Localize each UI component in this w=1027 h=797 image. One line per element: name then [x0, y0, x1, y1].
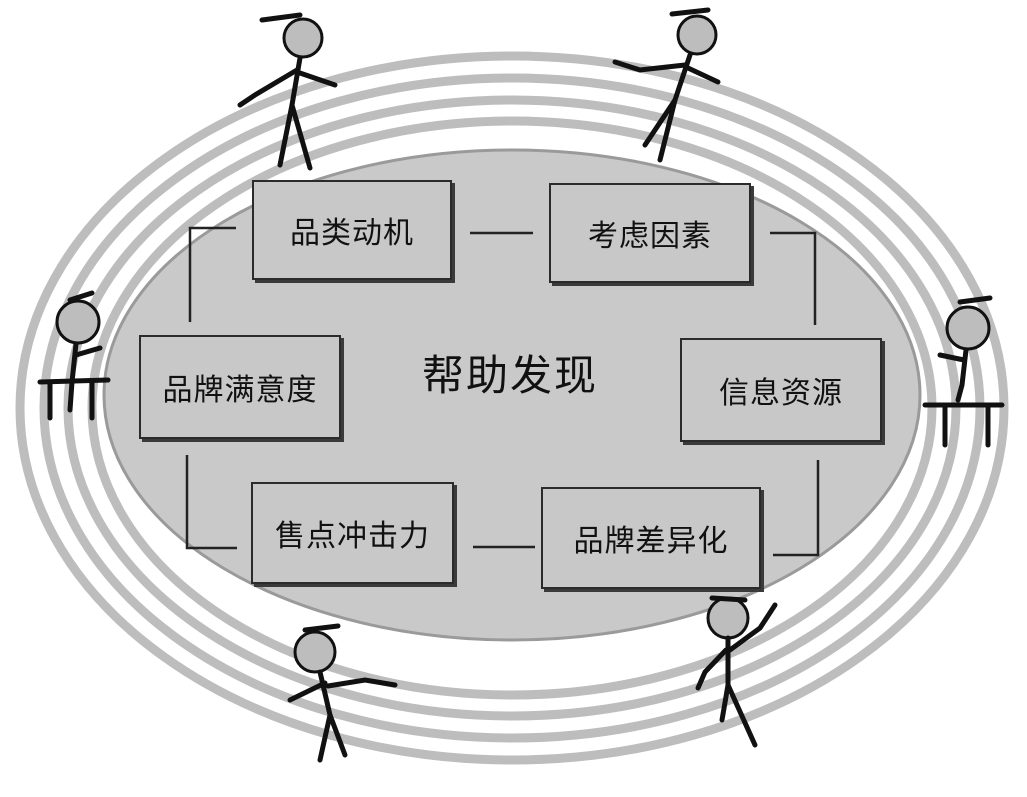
- node-information-sources: 信息资源: [680, 338, 882, 442]
- running-stick-figure-icon: [287, 623, 398, 763]
- node-point-of-sale-impact: 售点冲击力: [251, 482, 454, 584]
- node-brand-satisfaction: 品牌满意度: [139, 335, 341, 439]
- center-title: 帮助发现: [421, 350, 598, 400]
- running-stick-figure-icon: [237, 12, 338, 171]
- node-brand-differentiation: 品牌差异化: [541, 487, 761, 589]
- sitting-stick-figure-icon: [37, 290, 111, 421]
- running-stick-figure-icon: [695, 595, 778, 748]
- running-stick-figure-icon: [612, 7, 721, 163]
- node-category-motive: 品类动机: [252, 180, 452, 280]
- connector-lines: [185, 226, 820, 557]
- node-consideration-factors: 考虑因素: [549, 183, 751, 283]
- sitting-stick-figure-icon: [922, 295, 1005, 448]
